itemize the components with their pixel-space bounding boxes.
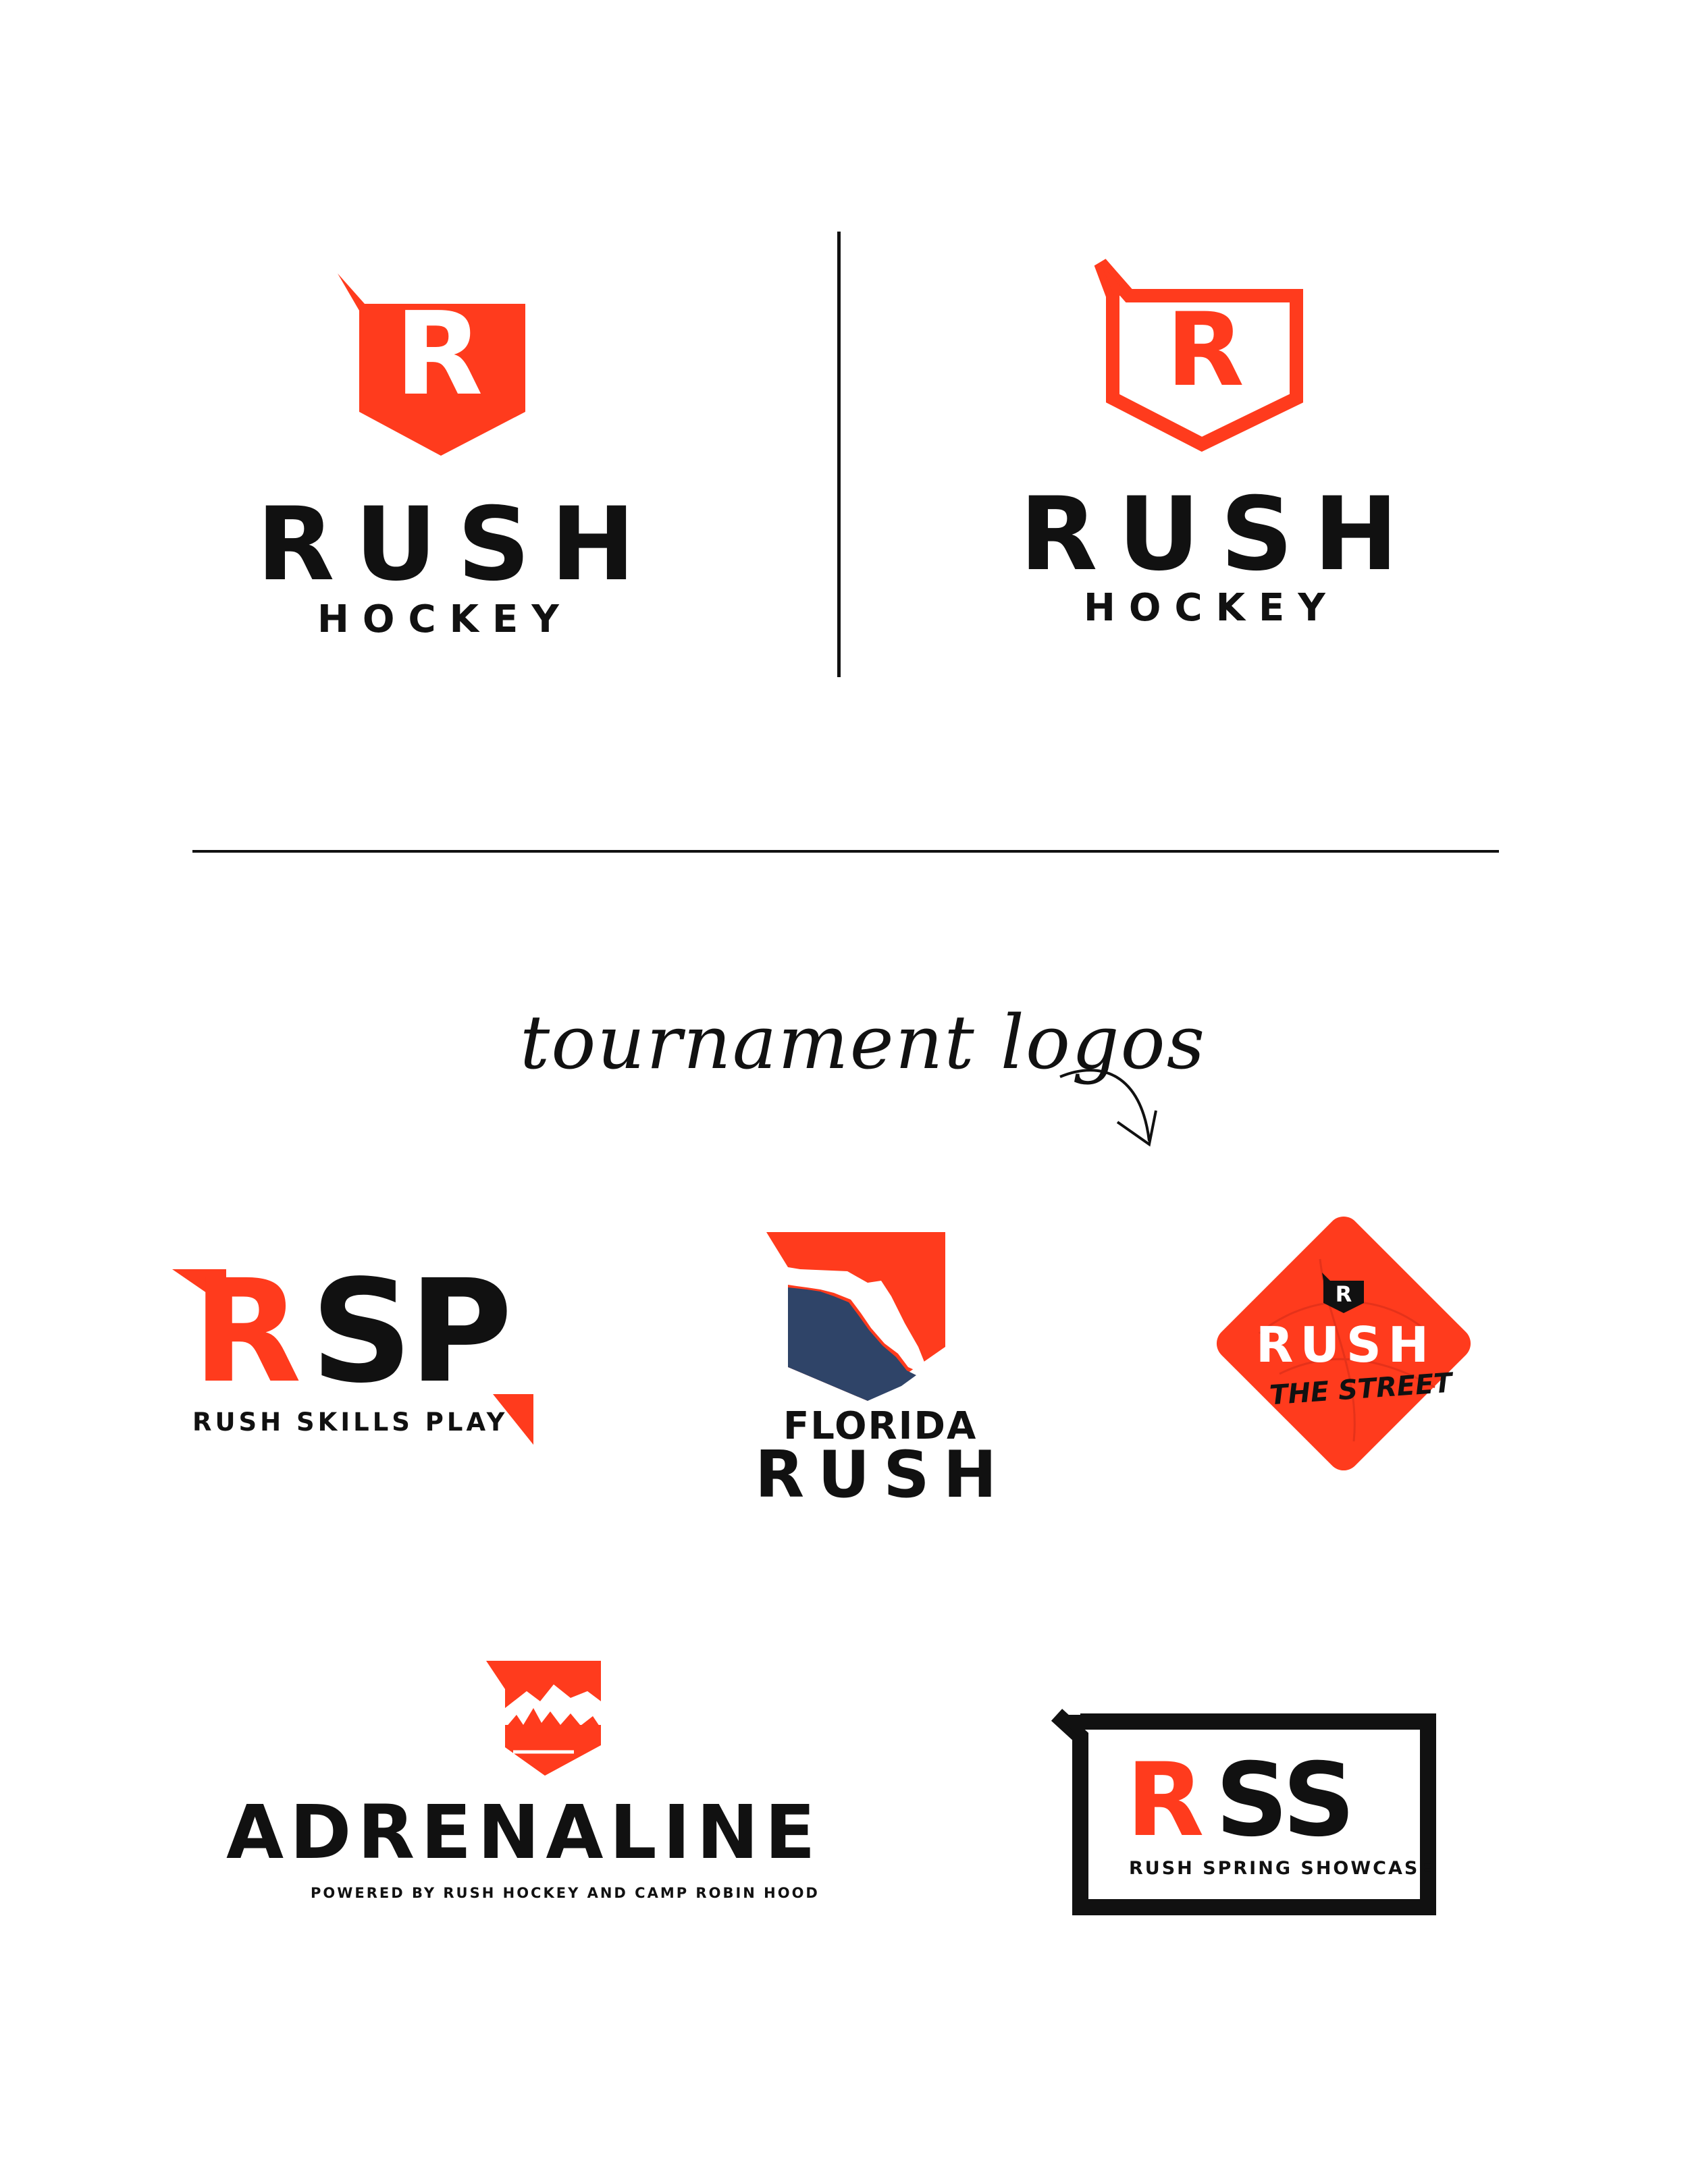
rsp-initial: R <box>192 1249 302 1414</box>
rsp-tagline: RUSH SKILLS PLAY <box>192 1408 508 1437</box>
rush-wordmark-solid: RUSH <box>257 486 656 604</box>
vertical-divider <box>837 232 841 677</box>
rsp-r-flag-icon <box>172 1269 226 1306</box>
florida-line2: RUSH <box>755 1438 1011 1512</box>
rush-the-street-diamond-icon: R <box>1216 1216 1471 1471</box>
hockey-subtitle-outline: HOCKEY <box>1084 586 1339 630</box>
shield-letter: R <box>395 288 483 421</box>
hockey-subtitle-solid: HOCKEY <box>317 597 573 641</box>
rsp-logo: R SP RUSH SKILLS PLAY <box>172 1249 550 1445</box>
street-shield-letter: R <box>1336 1281 1352 1307</box>
adrenaline-mountain-shield-icon <box>486 1661 601 1776</box>
florida-state-shield-icon <box>766 1232 945 1401</box>
rsp-corner-flag-icon <box>493 1394 533 1445</box>
rush-hockey-solid-shield-icon: R <box>338 273 525 456</box>
curved-arrow-icon <box>1059 1069 1157 1147</box>
adrenaline-title: ADRENALINE <box>226 1789 822 1875</box>
rss-initial: R <box>1126 1742 1204 1859</box>
shield-outline-letter: R <box>1166 292 1244 409</box>
rss-letters: SS <box>1215 1742 1355 1859</box>
florida-line1: FLORIDA <box>783 1404 978 1448</box>
rss-tagline: RUSH SPRING SHOWCASE <box>1129 1858 1434 1879</box>
rush-wordmark-outline: RUSH <box>1020 476 1419 593</box>
rsp-letters: SP <box>311 1249 512 1414</box>
street-title: RUSH <box>1256 1316 1436 1373</box>
rush-hockey-outline-shield-icon: R <box>1094 259 1303 452</box>
rss-frame-icon <box>1051 1709 1436 1915</box>
adrenaline-tagline: POWERED BY RUSH HOCKEY AND CAMP ROBIN HO… <box>311 1885 820 1901</box>
horizontal-divider <box>192 850 1499 853</box>
